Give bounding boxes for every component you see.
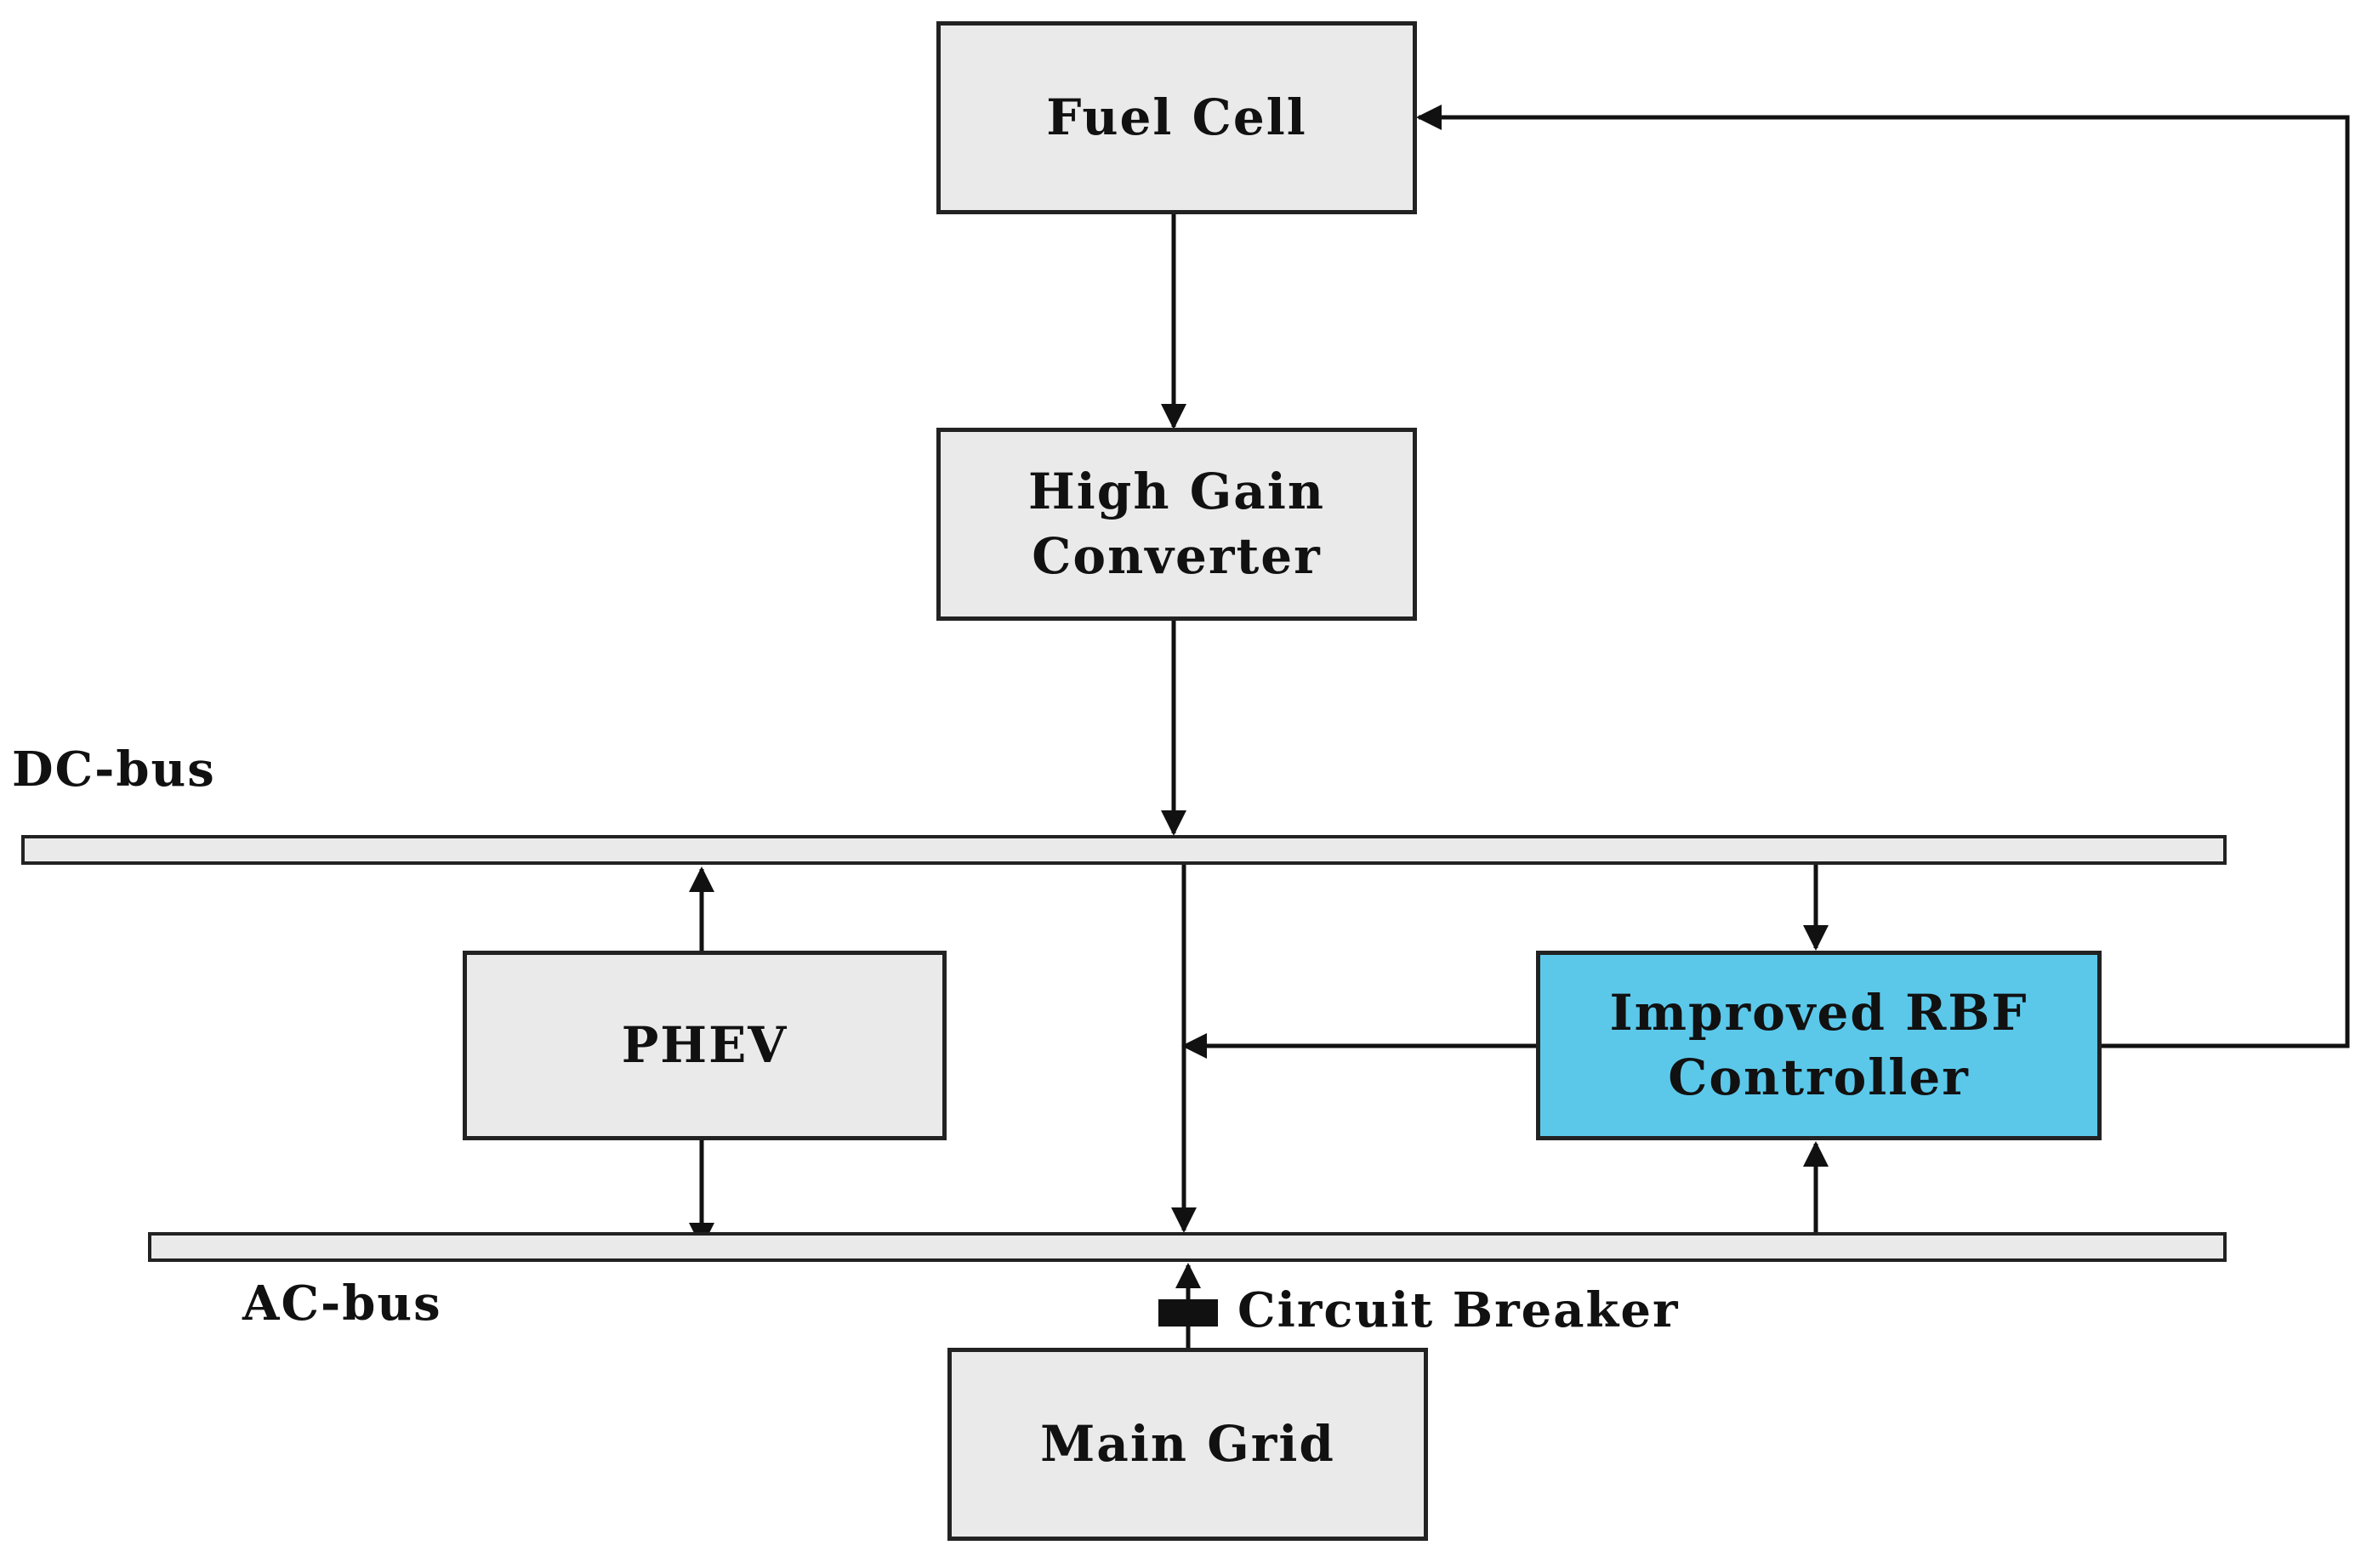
circuit-breaker-label: Circuit Breaker [1237, 1282, 1680, 1338]
fuel-cell-label: Fuel Cell [1046, 88, 1307, 146]
high-gain-converter-block: High Gain Converter [936, 428, 1417, 621]
converter-label-line2: Converter [1032, 526, 1322, 585]
controller-label-line2: Controller [1668, 1048, 1970, 1106]
circuit-breaker-icon [1158, 1299, 1218, 1327]
main-grid-label: Main Grid [1040, 1414, 1335, 1473]
dc-bus-bar [21, 835, 2227, 865]
ac-bus-bar [148, 1232, 2227, 1262]
main-grid-block: Main Grid [947, 1348, 1428, 1541]
converter-label-line1: High Gain [1027, 463, 1326, 521]
phev-label: PHEV [621, 1015, 788, 1074]
fuel-cell-block: Fuel Cell [936, 21, 1417, 214]
controller-label-line1: Improved RBF [1609, 984, 2028, 1042]
arrow-controller-to-fuelcell [1416, 105, 2350, 1048]
phev-block: PHEV [463, 951, 947, 1140]
improved-rbf-controller-block: Improved RBF Controller [1536, 951, 2102, 1140]
dc-bus-label: DC-bus [12, 741, 216, 798]
ac-bus-label: AC-bus [242, 1275, 442, 1332]
